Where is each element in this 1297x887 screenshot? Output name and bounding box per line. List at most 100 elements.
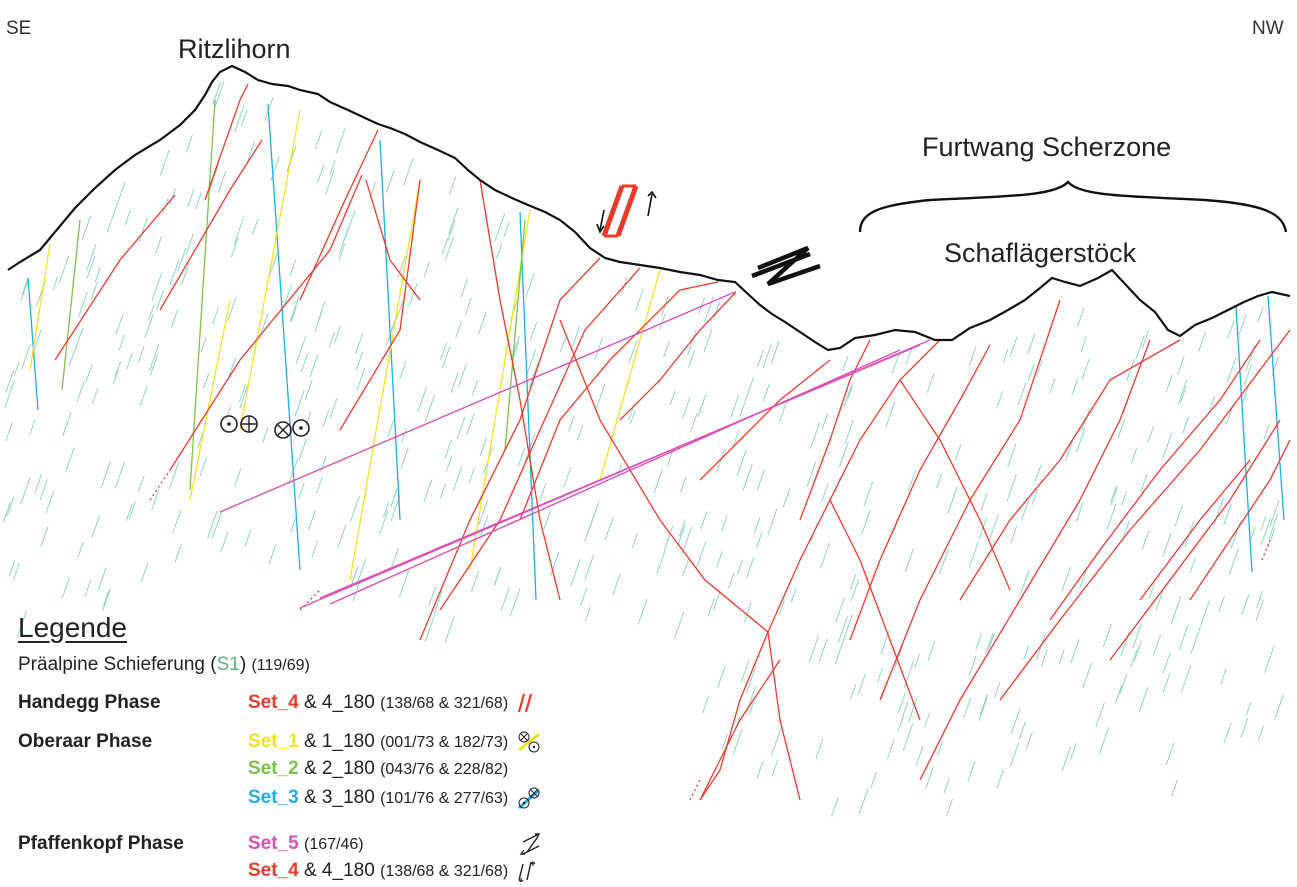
schistosity-trace bbox=[4, 380, 15, 408]
schistosity-trace bbox=[1171, 779, 1179, 797]
schistosity-trace bbox=[831, 797, 839, 817]
schistosity-trace bbox=[612, 573, 621, 596]
schistosity-trace bbox=[809, 422, 821, 450]
set4-fracture bbox=[299, 129, 379, 301]
schistosity-trace bbox=[969, 655, 977, 675]
schistosity-trace bbox=[81, 215, 92, 241]
schistosity-trace bbox=[858, 787, 869, 815]
schistosity-trace bbox=[125, 504, 133, 521]
schistosity-trace bbox=[316, 477, 323, 494]
schistosity-trace bbox=[65, 447, 75, 472]
schistosity-trace bbox=[1152, 634, 1162, 656]
schistosity-trace bbox=[1035, 360, 1043, 377]
schistosity-trace bbox=[151, 489, 160, 511]
schistosity-trace bbox=[174, 544, 182, 563]
schistosity-trace bbox=[234, 105, 245, 132]
schistosity-trace bbox=[126, 352, 133, 370]
schistosity-trace bbox=[390, 488, 398, 508]
schistosity-trace bbox=[12, 563, 20, 581]
schistosity-trace bbox=[778, 600, 785, 616]
schistosity-trace bbox=[220, 531, 229, 552]
schistosity-trace bbox=[151, 272, 163, 301]
schistosity-trace bbox=[727, 572, 735, 589]
set-trace bbox=[349, 179, 421, 581]
schistosity-trace bbox=[397, 255, 406, 278]
schistosity-trace bbox=[771, 759, 779, 777]
schistosity-trace bbox=[1133, 640, 1142, 662]
schistosity-trace bbox=[604, 516, 614, 541]
schistosity-trace bbox=[307, 509, 316, 531]
schistosity-trace bbox=[91, 388, 99, 405]
set4-fracture bbox=[699, 659, 781, 801]
schistosity-trace bbox=[102, 590, 110, 607]
schistosity-trace bbox=[440, 342, 448, 361]
schistosity-trace bbox=[563, 466, 572, 488]
schistosity-trace bbox=[328, 331, 336, 348]
schistosity-trace bbox=[466, 412, 475, 436]
schistosity-trace bbox=[148, 344, 160, 372]
schistosity-trace bbox=[975, 633, 982, 650]
legend-row-oberaar-set3: Set_3 & 3_180 (101/76 & 277/63) bbox=[18, 786, 541, 810]
schistosity-trace bbox=[1080, 336, 1087, 353]
schistosity-trace bbox=[464, 297, 472, 316]
schistosity-trace bbox=[857, 674, 866, 695]
set-orientation: (101/76 & 277/63) bbox=[380, 790, 509, 808]
schistosity-trace bbox=[1227, 319, 1235, 340]
schistosity-trace bbox=[715, 448, 726, 474]
schistosity-trace bbox=[28, 419, 36, 436]
schistosity-trace bbox=[433, 589, 443, 615]
schistosity-trace bbox=[112, 369, 119, 385]
schistosity-trace bbox=[208, 164, 219, 192]
schistosity-trace bbox=[730, 394, 740, 417]
schistosity-trace bbox=[1257, 306, 1264, 323]
schistosity-trace bbox=[212, 306, 220, 325]
schistosity-trace bbox=[757, 348, 765, 368]
schistosity-trace bbox=[294, 389, 305, 417]
schistosity-trace bbox=[904, 547, 915, 573]
schistosity-trace bbox=[1267, 528, 1276, 548]
schistosity-trace bbox=[1082, 662, 1093, 688]
schistosity-trace bbox=[756, 469, 766, 491]
schistosity-trace bbox=[314, 310, 323, 332]
schistosity-trace bbox=[886, 739, 895, 760]
schistosity-trace bbox=[1263, 424, 1270, 440]
schistosity-trace bbox=[203, 372, 210, 389]
set-trace bbox=[1267, 295, 1285, 521]
schistosity-trace bbox=[707, 597, 715, 617]
schistosity-trace bbox=[207, 511, 218, 539]
schistosity-trace bbox=[695, 541, 707, 569]
schistosity-trace bbox=[663, 340, 670, 358]
schistosity-trace bbox=[290, 517, 297, 533]
schistosity-trace bbox=[1002, 348, 1009, 363]
set4-fracture bbox=[1139, 459, 1251, 601]
schistosity-trace bbox=[1025, 732, 1033, 750]
schistosity-trace bbox=[444, 237, 454, 262]
schistosity-trace bbox=[681, 526, 693, 555]
schistosity-trace bbox=[517, 447, 526, 467]
schistosity-trace bbox=[400, 447, 409, 469]
set4-fracture bbox=[159, 139, 263, 311]
set4-fracture bbox=[54, 194, 176, 361]
schistosity-trace bbox=[329, 159, 336, 175]
schistosity-trace bbox=[968, 346, 977, 367]
schistosity-trace bbox=[571, 325, 581, 348]
legend-row-schistosity: Präalpine Schieferung (S1) (119/69) bbox=[18, 654, 310, 676]
schistosity-trace bbox=[345, 209, 356, 238]
set-trace bbox=[1235, 305, 1253, 573]
schistosity-trace bbox=[1049, 377, 1056, 394]
schistosity-trace bbox=[114, 181, 126, 211]
schistosity-trace bbox=[753, 517, 761, 534]
schistosity-trace bbox=[1070, 743, 1077, 760]
schistosity-trace bbox=[456, 417, 466, 440]
schistosity-trace bbox=[745, 665, 757, 694]
schistosity-trace bbox=[947, 486, 958, 514]
schistosity-trace bbox=[653, 468, 664, 495]
schistosity-trace bbox=[32, 329, 42, 354]
schistosity-trace bbox=[526, 348, 537, 375]
schistosity-trace bbox=[988, 632, 995, 649]
schistosity-trace bbox=[309, 353, 319, 378]
set5-trace bbox=[319, 344, 921, 599]
schistosity-trace bbox=[354, 333, 364, 355]
schistosity-trace bbox=[244, 528, 252, 547]
schistosity-trace bbox=[1110, 486, 1117, 503]
